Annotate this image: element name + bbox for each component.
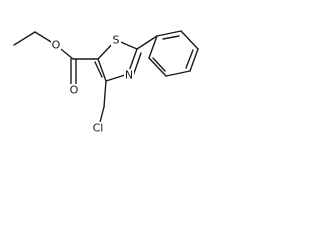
- bond-phenyl-inner-b: [185, 49, 194, 69]
- bond-phenyl-2-3: [180, 30, 199, 50]
- bond-phenyl-4-5: [165, 70, 191, 77]
- carbonyl-oxygen-label: O: [70, 84, 79, 97]
- ester-oxygen-label: O: [52, 39, 61, 52]
- bond-c2-phenyl: [136, 35, 158, 50]
- sulfur-label: S: [113, 34, 120, 47]
- nitrogen-bg: [124, 69, 134, 81]
- bond-c4-ch2: [103, 80, 107, 108]
- bond-phenyl-6-1: [148, 35, 158, 59]
- bond-c2-n-double-2: [132, 52, 142, 77]
- bond-c4-c5-double-2: [94, 61, 103, 78]
- bond-c4-c5-double-1: [97, 58, 107, 82]
- sulfur-bg: [111, 34, 121, 46]
- bond-phenyl-inner-c: [152, 57, 166, 72]
- nitrogen-label: N: [125, 69, 133, 82]
- chlorine-label: Cl: [93, 122, 104, 135]
- bond-phenyl-1-2: [156, 30, 182, 37]
- carbonyl-oxygen-bg: [68, 84, 80, 96]
- bond-phenyl-5-6: [148, 57, 167, 77]
- ester-oxygen-bg: [51, 39, 61, 51]
- molecule-structure-diagram: O O S N Cl: [13, 30, 199, 135]
- bond-phenyl-3-4: [189, 48, 199, 72]
- bond-phenyl-inner-a: [162, 35, 180, 40]
- bond-ethyl-c1-c2: [13, 31, 36, 46]
- chlorine-bg: [90, 122, 106, 134]
